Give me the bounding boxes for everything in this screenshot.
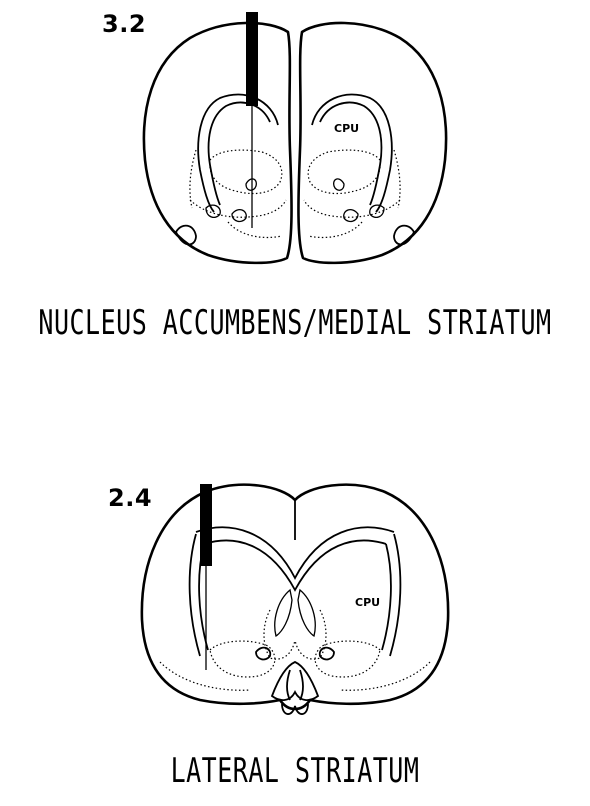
cpu-label-top: CPU	[334, 122, 359, 135]
right-hemisphere-outline	[298, 23, 446, 263]
right-anterior-commissure-bottom	[320, 648, 334, 660]
coronal-section-top: CPU	[0, 0, 590, 300]
left-capsule-inner	[209, 103, 270, 205]
lateral-ventricle-left	[275, 590, 292, 636]
left-anterior-commissure	[246, 179, 256, 190]
electrode-shaft-bottom	[200, 484, 212, 566]
cpu-label-bottom: CPU	[355, 596, 380, 609]
region-caption-bottom: LATERAL STRIATUM	[0, 751, 590, 790]
section-panel-bottom: 2.4 CPU	[0, 400, 590, 806]
right-capsule-inner	[320, 103, 381, 205]
lateral-ventricle-right	[298, 590, 315, 636]
electrode-shaft-top	[246, 12, 258, 106]
section-panel-top: 3.2 CPU	[0, 0, 590, 390]
coronal-section-bottom: CPU	[0, 400, 590, 720]
right-anterior-commissure	[334, 179, 344, 190]
left-hemisphere-outline	[144, 23, 292, 263]
region-caption-top: NUCLEUS ACCUMBENS/MEDIAL STRIATUM	[0, 303, 590, 342]
ventral-midline-structure	[272, 662, 318, 700]
right-external-capsule-bottom	[382, 544, 391, 650]
left-anterior-commissure-bottom	[256, 648, 270, 660]
